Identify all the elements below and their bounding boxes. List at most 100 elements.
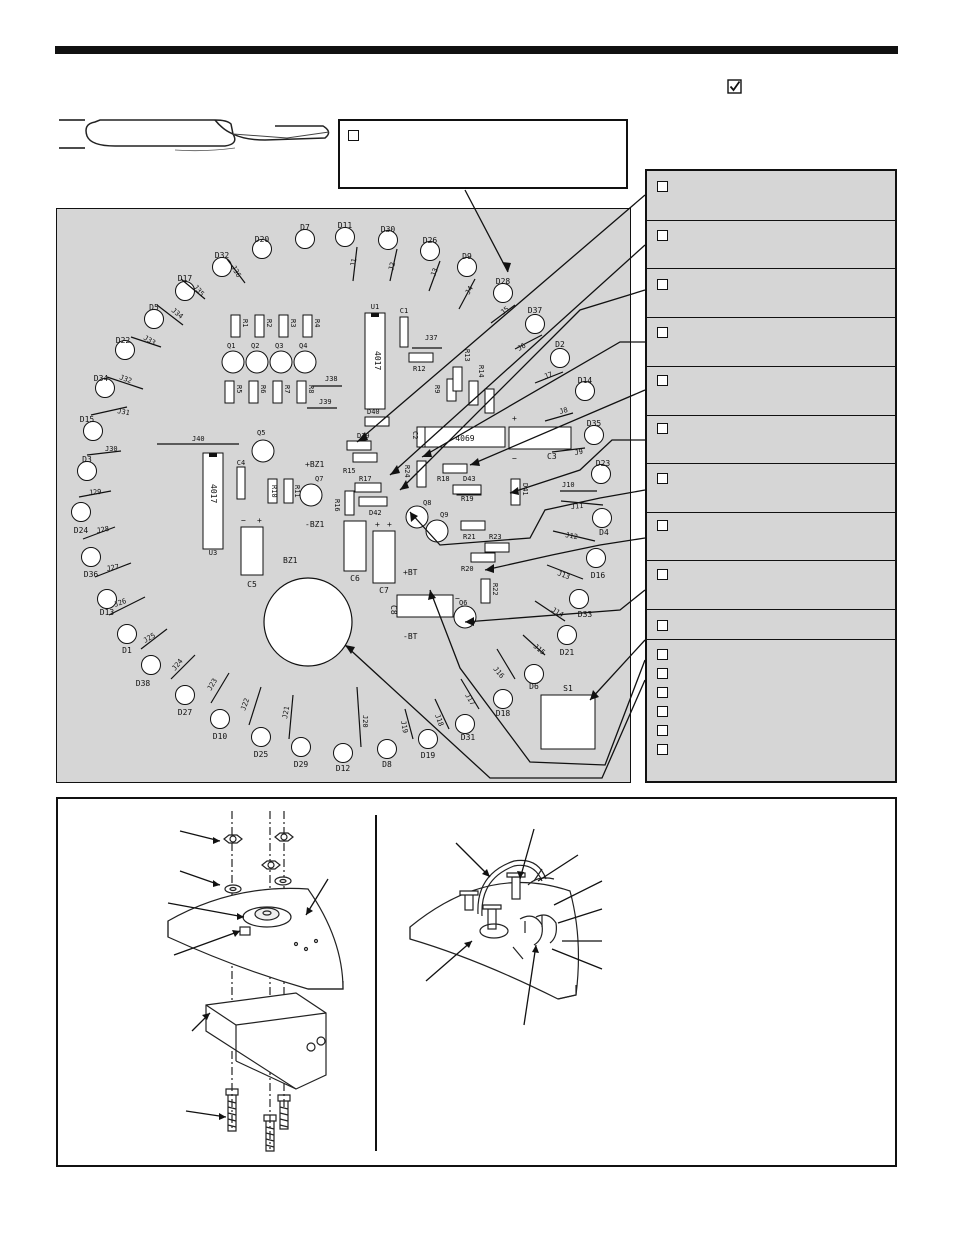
diode-label: D37 [528, 306, 543, 315]
led-pad [575, 381, 595, 401]
jumper-line [458, 278, 476, 310]
checkbox[interactable] [657, 181, 668, 192]
led-pad [550, 348, 570, 368]
checklist-divider [647, 366, 895, 367]
part-label: R6 [259, 385, 267, 393]
part-label: 4017 [209, 484, 218, 503]
checkbox[interactable] [657, 375, 668, 386]
led-pad [251, 727, 271, 747]
resistor [442, 463, 468, 474]
jumper-label: J31 [117, 407, 131, 417]
checkbox[interactable] [657, 327, 668, 338]
part-label: R13 [463, 349, 471, 362]
jumper-label: J3 [429, 267, 439, 278]
part-label: C3 [547, 452, 557, 461]
diode-label: D36 [84, 570, 99, 579]
checkbox[interactable] [657, 725, 668, 736]
jumper-line [140, 628, 168, 650]
jumper-line [180, 278, 206, 300]
diode-label: D12 [336, 764, 351, 773]
capacitor [343, 520, 367, 572]
resistor [452, 366, 463, 392]
checkbox[interactable] [657, 230, 668, 241]
led-pad [377, 739, 397, 759]
part-label: -BT [403, 632, 418, 641]
jumper-label: J12 [565, 531, 579, 541]
checkbox[interactable] [657, 279, 668, 290]
diode-label: D21 [560, 648, 575, 657]
diode-label: D4 [599, 528, 609, 537]
switch-s1 [540, 694, 596, 750]
resistor [480, 578, 491, 604]
checkbox[interactable] [657, 423, 668, 434]
checkbox[interactable] [657, 520, 668, 531]
checkbox[interactable] [657, 473, 668, 484]
jumper-label: J22 [239, 697, 251, 712]
diode-label: D26 [423, 236, 438, 245]
checkbox[interactable] [657, 620, 668, 631]
diode-label: D1 [122, 646, 132, 655]
part-label: R21 [463, 533, 476, 541]
diode-label: D27 [178, 708, 193, 717]
diode-label: D8 [382, 760, 392, 769]
jumper-line [551, 447, 586, 453]
checkbox[interactable] [657, 744, 668, 755]
jumper-line [352, 246, 358, 282]
checkbox[interactable] [657, 706, 668, 717]
part-label: R2 [265, 319, 273, 327]
resistor [254, 314, 265, 338]
capacitor [240, 526, 264, 576]
led-pad [378, 230, 398, 250]
checkbox[interactable] [657, 649, 668, 660]
part-label: R8 [307, 385, 315, 393]
part-label: R23 [489, 533, 502, 541]
resistor [408, 352, 434, 363]
jumper-label: J9 [574, 448, 584, 457]
part-label: 4069 [455, 434, 474, 443]
part-label: Q2 [251, 342, 259, 350]
jumper-label: J5 [499, 305, 511, 317]
checkbox[interactable] [657, 668, 668, 679]
part-label: S1 [563, 684, 573, 693]
diode-label: D10 [213, 732, 228, 741]
led-pad [569, 589, 589, 609]
led-pad [95, 378, 115, 398]
capacitor [508, 426, 572, 450]
jumper-line [156, 304, 184, 326]
checklist-divider [647, 560, 895, 561]
resistor [283, 478, 294, 504]
capacitor [396, 594, 454, 618]
diode [452, 484, 482, 495]
jumper-line [356, 686, 362, 748]
jumper-line [534, 371, 564, 384]
jumper-line [404, 708, 414, 740]
diode-label: D25 [254, 750, 269, 759]
resistor [278, 314, 289, 338]
led-pad [81, 547, 101, 567]
jumper-label: J26 [113, 597, 128, 609]
diode-label: D3 [82, 455, 92, 464]
part-label: C6 [350, 574, 360, 583]
part-label: R22 [491, 583, 499, 596]
jumper-line [130, 336, 162, 348]
resistor [224, 380, 235, 404]
jumper-line [288, 694, 294, 740]
jumper-label: J1 [349, 258, 358, 268]
lead-bend-illustration [59, 119, 330, 152]
capacitor [236, 466, 246, 500]
checkbox[interactable] [657, 569, 668, 580]
diode [364, 416, 390, 427]
part-label: D41 [521, 483, 529, 496]
part-label: R15 [343, 467, 356, 475]
checkbox[interactable] [348, 130, 359, 141]
jumper-label: J40 [192, 435, 205, 443]
checklist-divider [647, 639, 895, 640]
led-pad [333, 743, 353, 763]
led-pad [335, 227, 355, 247]
checklist-divider [647, 512, 895, 513]
part-label: C5 [247, 580, 257, 589]
diode-label: D33 [578, 610, 593, 619]
checklist-divider [647, 463, 895, 464]
led-pad [525, 314, 545, 334]
checkbox[interactable] [657, 687, 668, 698]
